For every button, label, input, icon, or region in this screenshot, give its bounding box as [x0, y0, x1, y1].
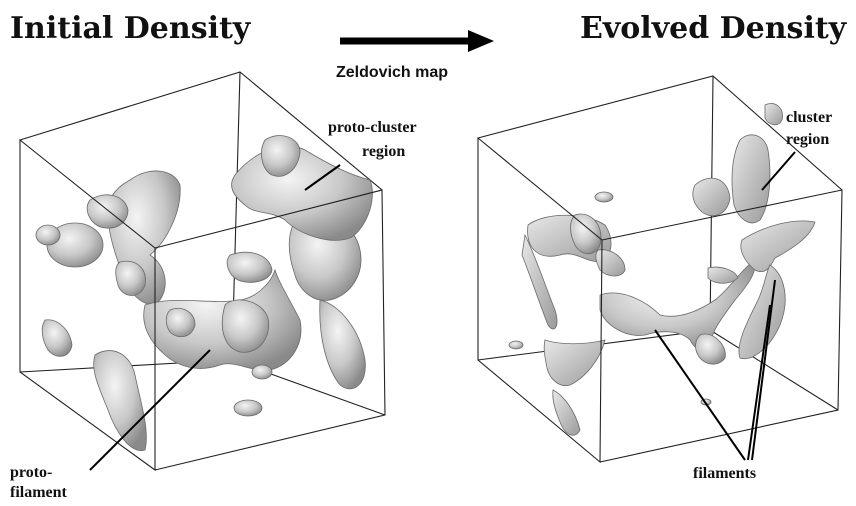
label-cluster-line2: region [786, 131, 829, 148]
title-evolved-density: Evolved Density [580, 11, 848, 46]
label-cluster-line1: cluster [786, 109, 832, 126]
pointer-protocluster [304, 164, 341, 191]
label-protofilament-line1: proto- [10, 464, 52, 481]
cube-front-right-face [154, 189, 386, 471]
label-protocluster-line2: region [362, 143, 405, 160]
pointer-filaments [654, 279, 776, 461]
zeldovich-arrow [340, 30, 494, 52]
label-filaments: filaments [693, 465, 756, 482]
label-protofilament-line2: filament [10, 484, 68, 501]
initial-isosurfaces [35, 135, 373, 452]
pointer-protofilament [89, 349, 211, 471]
pointer-cluster [761, 151, 796, 191]
evolved-isosurfaces [508, 103, 816, 436]
arrow-label: Zeldovich map [336, 64, 448, 81]
title-initial-density: Initial Density [10, 11, 252, 46]
evolved-density-cube [477, 75, 843, 464]
label-protocluster-line1: proto-cluster [328, 119, 417, 136]
